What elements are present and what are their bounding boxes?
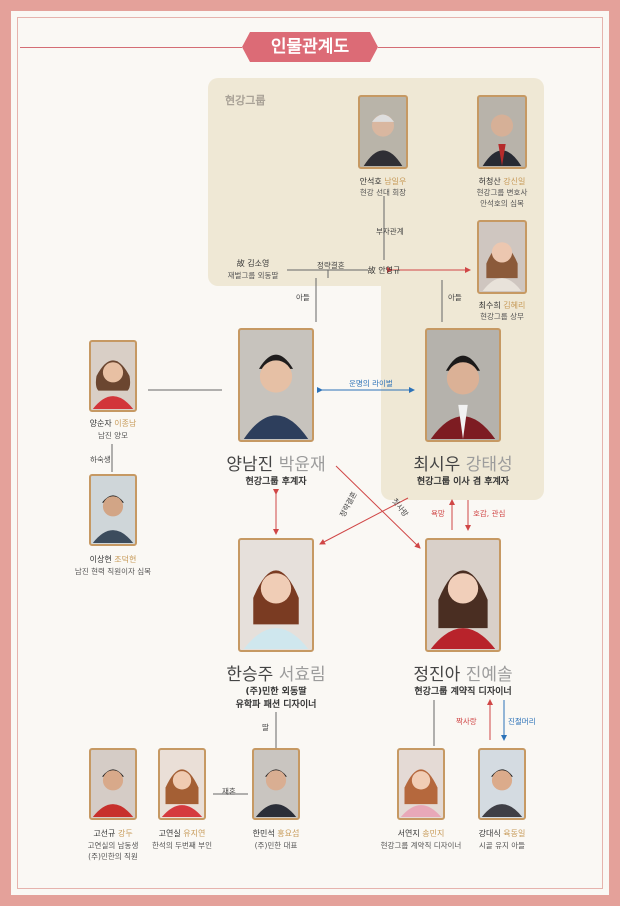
rel-interest: 호감, 관심: [473, 509, 506, 518]
desc-heo-cheongsan-1: 현강그룹 변호사: [476, 188, 528, 197]
rel-greed: 욕망: [431, 509, 445, 518]
photo-jung-jina: [425, 538, 501, 652]
desc-choi-suhui: 현강그룹 상무: [480, 312, 524, 321]
portrait-icon: [243, 570, 309, 649]
name-choi-siwoo: 최시우 강태성: [413, 455, 513, 475]
desc-yang-namjin: 현강그룹 후계자: [245, 477, 307, 487]
portrait-icon: [430, 570, 496, 649]
group-label: 현강그룹: [225, 94, 266, 107]
title-bar: 인물관계도: [0, 28, 620, 68]
name-choi-suhui: 최수희 김혜리: [478, 301, 526, 310]
rel-son-left: 아들: [296, 293, 310, 302]
desc-han-minseok: (주)민한 대표: [254, 841, 298, 850]
name-late-kimsoyoung: 故 김소영: [236, 259, 270, 268]
photo-yang-sunja: [89, 340, 137, 412]
photo-go-yeonsil: [158, 748, 206, 820]
portrait-icon: [363, 114, 403, 167]
photo-lee-sanghyun: [89, 474, 137, 546]
photo-heo-cheongsan: [477, 95, 527, 169]
desc-yang-sunja: 남진 양모: [98, 431, 128, 440]
photo-kang-daesik: [478, 748, 526, 820]
rel-daughter: 딸: [262, 723, 269, 732]
desc-go-seongyu-1: 고연실의 남동생: [87, 841, 139, 850]
desc-go-seongyu-2: (주)민한의 직원: [88, 852, 138, 861]
arrow-first-love: [335, 465, 421, 549]
rel-subordinate: 하숙생: [90, 455, 111, 464]
portrait-icon: [255, 769, 297, 817]
diagram-title: 인물관계도: [242, 32, 378, 62]
portrait-icon: [243, 354, 309, 439]
name-yang-sunja: 양순자 이종남: [89, 419, 137, 428]
arrow-political-marriage: [319, 497, 409, 545]
portrait-icon: [92, 360, 134, 409]
desc-seo-yeonji: 현강그룹 계약직 디자이너: [380, 841, 462, 850]
name-han-minseok: 한민석 홍요섭: [252, 829, 300, 838]
photo-ahn-seokho: [358, 95, 408, 169]
desc-kang-daesik: 시골 유지 아들: [478, 841, 526, 850]
desc-choi-siwoo: 현강그룹 이사 겸 후계자: [416, 477, 510, 487]
portrait-icon: [482, 242, 522, 292]
rel-political-marriage-top: 정략결혼: [317, 261, 345, 270]
name-go-seongyu: 고선규 강두: [93, 829, 133, 838]
name-seo-yeonji: 서연지 송민지: [397, 829, 445, 838]
portrait-icon: [400, 769, 442, 817]
rel-son-right: 아들: [448, 293, 462, 302]
portrait-icon: [481, 769, 523, 817]
photo-yang-namjin: [238, 328, 314, 442]
portrait-icon: [430, 355, 496, 439]
desc-go-yeonsil: 한석의 두번째 부인: [152, 841, 212, 850]
rel-crush: 짝사랑: [456, 717, 477, 726]
name-kang-daesik: 강대식 육동일: [478, 829, 526, 838]
photo-han-minseok: [252, 748, 300, 820]
rel-devoted: 진절머리: [508, 717, 536, 726]
portrait-icon: [161, 769, 203, 817]
portrait-icon: [92, 495, 134, 543]
name-late-ahnyounggu: 故 안영규: [367, 266, 401, 275]
desc-ahn-seokho: 현강 선대 회장: [359, 188, 407, 197]
portrait-icon: [92, 769, 134, 817]
rel-remarriage: 재혼: [222, 787, 236, 796]
title-rule-left: [20, 47, 242, 48]
photo-choi-suhui: [477, 220, 527, 294]
title-rule-right: [378, 47, 600, 48]
desc-jung-jina: 현강그룹 계약직 디자이너: [414, 687, 512, 697]
name-yang-namjin: 양남진 박윤재: [226, 455, 326, 475]
name-lee-sanghyun: 이상현 조덕현: [89, 555, 137, 564]
desc-han-seungju-1: (주)민한 외동딸: [245, 687, 307, 697]
name-jung-jina: 정진아 진예솔: [413, 665, 513, 685]
rel-father-son: 부자관계: [376, 227, 404, 236]
desc-lee-sanghyun: 남진 현력 직원이자 심복: [74, 567, 152, 576]
portrait-icon: [482, 114, 522, 167]
name-heo-cheongsan: 허청산 강신일: [478, 177, 526, 186]
photo-han-seungju: [238, 538, 314, 652]
desc-late-kimsoyoung: 재벌그룹 외동딸: [227, 271, 279, 280]
name-han-seungju: 한승주 서효림: [226, 665, 326, 685]
desc-han-seungju-2: 유학파 패션 디자이너: [235, 700, 317, 710]
name-ahn-seokho: 안석호 남일우: [359, 177, 407, 186]
photo-seo-yeonji: [397, 748, 445, 820]
rel-rival: 운명의 라이벌: [349, 379, 393, 388]
photo-choi-siwoo: [425, 328, 501, 442]
photo-go-seongyu: [89, 748, 137, 820]
name-go-yeonsil: 고연실 유지연: [158, 829, 206, 838]
desc-heo-cheongsan-2: 안석호의 심복: [480, 199, 524, 208]
